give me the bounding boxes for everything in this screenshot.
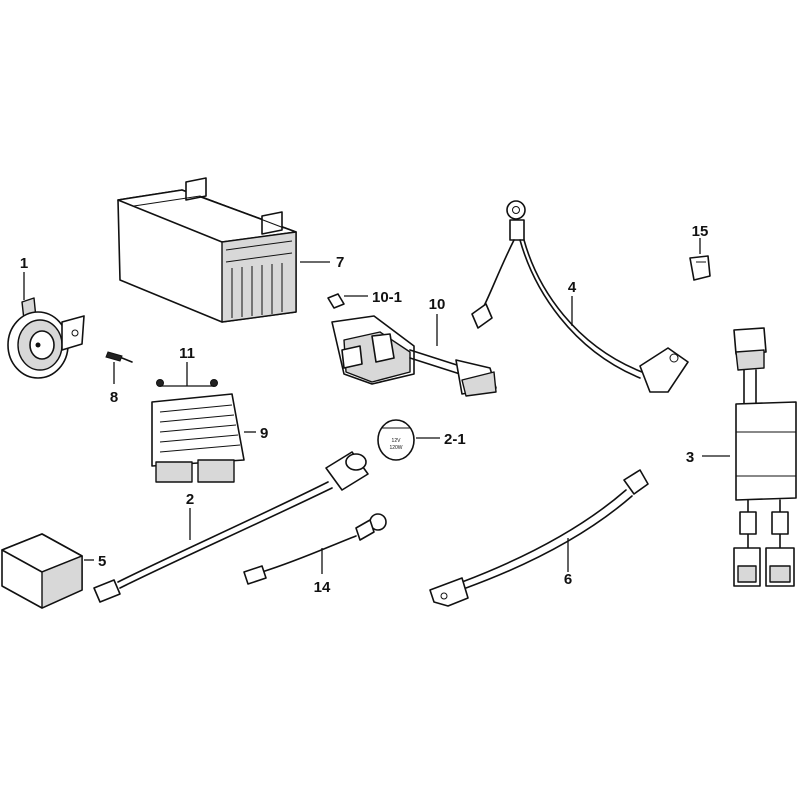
socket-cap-part: 12V 120W [377, 419, 415, 461]
relay-part [331, 315, 497, 397]
battery-cable-part [471, 200, 689, 393]
callout-9: 9 [260, 425, 268, 442]
callout-14: 14 [314, 579, 331, 596]
harness-part [733, 327, 797, 587]
callout-15: 15 [692, 223, 709, 240]
clip-part [327, 293, 345, 309]
socket-rating-line1: 12V [392, 438, 402, 444]
callout-3: 3 [686, 449, 694, 466]
callout-4: 4 [568, 279, 577, 296]
callout-11: 11 [179, 345, 195, 362]
callout-5: 5 [98, 553, 106, 570]
block-part [1, 533, 83, 609]
bulb-cable-part [243, 513, 387, 585]
socket-rating-line2: 120W [389, 445, 402, 451]
callout-10: 10 [429, 296, 446, 313]
callout-6: 6 [564, 571, 572, 588]
screw-part [105, 351, 133, 363]
callout-7: 7 [336, 254, 344, 271]
callout-2-1: 2-1 [444, 431, 466, 448]
callout-10-1: 10-1 [372, 289, 402, 306]
small-connector-part [689, 255, 711, 281]
callout-1: 1 [20, 255, 28, 272]
socket-harness-part [93, 451, 369, 603]
battery-part [117, 177, 297, 323]
regulator-part [151, 393, 245, 483]
callout-8: 8 [110, 389, 118, 406]
horn-part [7, 297, 85, 379]
callout-2: 2 [186, 491, 194, 508]
ground-cable-part [429, 469, 649, 607]
regulator-screws-part [156, 379, 218, 387]
